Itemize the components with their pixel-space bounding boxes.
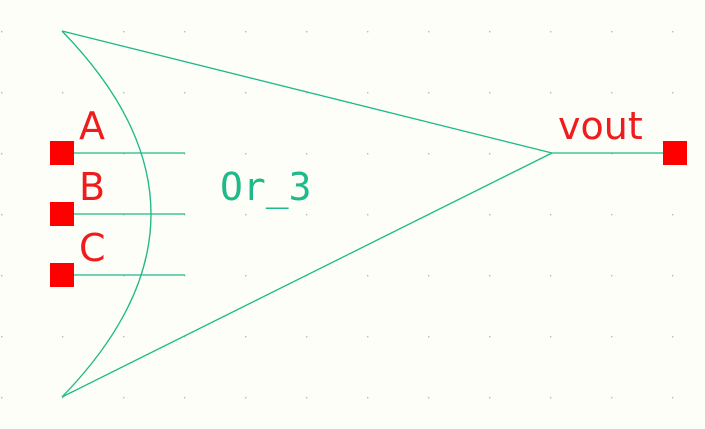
grid-dot (184, 214, 186, 216)
grid-dot (611, 153, 613, 155)
grid-dot (428, 31, 430, 33)
grid-dot (550, 92, 552, 94)
grid-dot (306, 336, 308, 338)
grid-dot (245, 336, 247, 338)
grid-dot (184, 397, 186, 399)
cell-name-label: Or_3 (220, 165, 312, 210)
grid-dot (1, 336, 3, 338)
pin-label-vout: vout (558, 104, 643, 148)
grid-dot (550, 397, 552, 399)
grid-dot (367, 275, 369, 277)
grid-dot (611, 397, 613, 399)
grid-dot (123, 214, 125, 216)
grid-dot (1, 275, 3, 277)
grid-dot (245, 275, 247, 277)
grid-dot (367, 31, 369, 33)
grid-dot (489, 336, 491, 338)
grid-dot (367, 92, 369, 94)
grid-dot (550, 336, 552, 338)
grid-dot (611, 92, 613, 94)
grid-dot (550, 275, 552, 277)
grid-dot (123, 397, 125, 399)
grid-dot (550, 214, 552, 216)
grid-dot (672, 214, 674, 216)
grid-dot (367, 397, 369, 399)
grid-dot (184, 275, 186, 277)
grid-dot (245, 31, 247, 33)
grid-dot (62, 336, 64, 338)
grid-dot (245, 214, 247, 216)
grid-dot (62, 92, 64, 94)
grid-dot (367, 336, 369, 338)
grid-dot (184, 336, 186, 338)
grid-dots (1, 31, 674, 399)
grid-dot (245, 397, 247, 399)
grid-dot (428, 275, 430, 277)
grid-dot (489, 397, 491, 399)
grid-dot (123, 153, 125, 155)
or-gate-symbol[interactable] (61, 30, 675, 398)
grid-dot (611, 31, 613, 33)
grid-dot (306, 92, 308, 94)
grid-dot (489, 92, 491, 94)
grid-dot (245, 153, 247, 155)
grid-dot (611, 275, 613, 277)
grid-dot (123, 336, 125, 338)
grid-dot (428, 397, 430, 399)
grid-dot (123, 92, 125, 94)
grid-dot (367, 153, 369, 155)
grid-dot (1, 397, 3, 399)
grid-dot (672, 92, 674, 94)
grid-dot (672, 275, 674, 277)
grid-dot (672, 336, 674, 338)
grid-dot (489, 275, 491, 277)
grid-dot (306, 31, 308, 33)
grid-dot (184, 92, 186, 94)
grid-dot (489, 153, 491, 155)
pin-a[interactable] (50, 141, 74, 165)
grid-dot (123, 31, 125, 33)
grid-dot (1, 92, 3, 94)
grid-dot (184, 31, 186, 33)
or-gate-top-edge (61, 30, 553, 154)
grid-dot (245, 92, 247, 94)
pin-label-a: A (79, 104, 105, 148)
grid-dot (672, 31, 674, 33)
grid-dot (184, 153, 186, 155)
grid-dot (306, 214, 308, 216)
pin-c[interactable] (50, 263, 74, 287)
grid-dot (428, 336, 430, 338)
grid-dot (123, 275, 125, 277)
grid-dot (489, 31, 491, 33)
grid-dot (611, 336, 613, 338)
grid-dot (1, 153, 3, 155)
grid-dot (611, 214, 613, 216)
grid-dot (489, 214, 491, 216)
or-gate-bottom-edge (61, 152, 553, 398)
grid-dot (367, 214, 369, 216)
grid-dot (1, 31, 3, 33)
pin-label-c: C (79, 226, 106, 270)
grid-dot (428, 153, 430, 155)
grid-dot (550, 31, 552, 33)
grid-dot (428, 92, 430, 94)
grid-dot (672, 397, 674, 399)
pin-label-b: B (79, 165, 105, 209)
grid-dot (306, 397, 308, 399)
pin-vout[interactable] (663, 141, 687, 165)
pin-b[interactable] (50, 202, 74, 226)
grid-dot (62, 397, 64, 399)
grid-dot (306, 153, 308, 155)
grid-dot (1, 214, 3, 216)
